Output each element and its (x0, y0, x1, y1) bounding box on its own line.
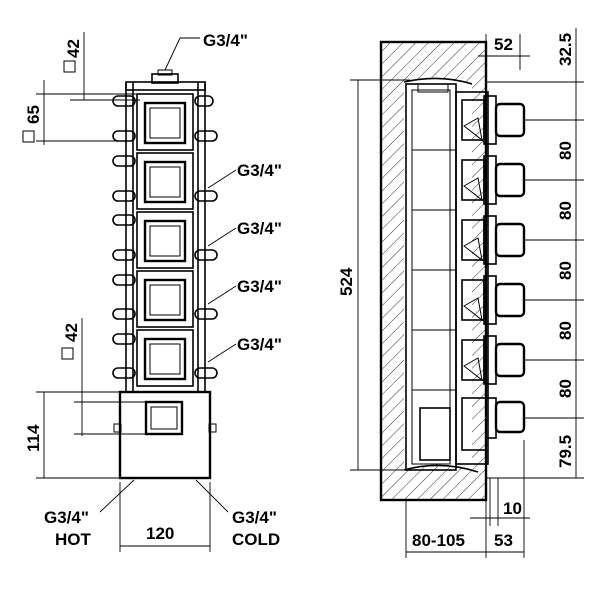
overall-height-dim: 524 (337, 267, 356, 296)
outlet-label-1: G3/4" (237, 161, 282, 180)
wall-section (379, 40, 488, 502)
side-lugs (112, 95, 218, 379)
outlet-label-2: G3/4" (237, 219, 282, 238)
cartridge-module (136, 152, 194, 210)
top-outlet-callout: G3/4" (164, 31, 248, 71)
outlet-pitch-dim-5: 80 (556, 379, 575, 398)
hot-cold-callouts: G3/4" HOT G3/4" COLD (44, 479, 280, 549)
front-mixer-body (113, 390, 217, 480)
side-outlet (461, 397, 526, 451)
outlet-label-3: G3/4" (237, 277, 282, 296)
side-internal-lines (412, 149, 456, 461)
body-height-dimension: 114 (24, 391, 120, 479)
front-view: G3/4" 42 65 G3/4" G3/4" G3/4" G3 (22, 31, 282, 552)
side-outlets (461, 95, 526, 451)
side-body (405, 83, 489, 471)
lower-side-dimension: 42 (61, 318, 148, 436)
outlet-projection-dimension: 10 (470, 478, 530, 526)
depth-dimensions: 80-105 53 (405, 440, 525, 558)
cartridge-module (136, 211, 194, 269)
cold-label: COLD (232, 530, 280, 549)
hot-thread-label: G3/4" (44, 508, 89, 527)
right-stack-dimensions: 32.5 80 80 80 80 80 79.5 (486, 28, 584, 479)
lower-side-dim: 42 (62, 323, 81, 342)
overall-height-dimension: 524 (337, 79, 410, 471)
front-frame (125, 69, 206, 392)
top-offset-dimension: 52 (478, 34, 530, 70)
module-pitch-dimension: 65 (22, 80, 130, 145)
side-view: 524 52 32.5 80 80 80 80 80 79.5 (337, 28, 584, 558)
outlet-pitch-dim-2: 80 (556, 201, 575, 220)
top-outlet-label: G3/4" (203, 31, 248, 50)
outlet-projection-dim: 10 (503, 499, 522, 518)
cartridge-module (136, 93, 194, 151)
module-side-dim: 42 (64, 39, 83, 58)
side-outlet (461, 335, 526, 385)
body-height-dim: 114 (24, 424, 43, 452)
cartridge-module (136, 329, 194, 387)
module-pitch-dim: 65 (24, 105, 43, 124)
outlet-callouts: G3/4" G3/4" G3/4" G3/4" (207, 161, 282, 363)
outlet-label-4: G3/4" (237, 335, 282, 354)
cold-thread-label: G3/4" (232, 508, 277, 527)
cartridge-module (136, 270, 194, 328)
outlet-pitch-dim-3: 80 (556, 261, 575, 280)
top-margin-dim: 32.5 (556, 33, 575, 66)
front-modules (112, 93, 218, 387)
width-dimension: 120 (119, 482, 211, 552)
hot-label: HOT (55, 530, 92, 549)
depth-range-dim: 80-105 (412, 531, 465, 550)
top-offset-dim: 52 (494, 35, 513, 54)
front-projection-dim: 53 (494, 531, 513, 550)
outlet-pitch-dim-1: 80 (556, 141, 575, 160)
bottom-dim: 79.5 (556, 435, 575, 468)
width-dim: 120 (146, 524, 174, 543)
outlet-pitch-dim-4: 80 (556, 321, 575, 340)
